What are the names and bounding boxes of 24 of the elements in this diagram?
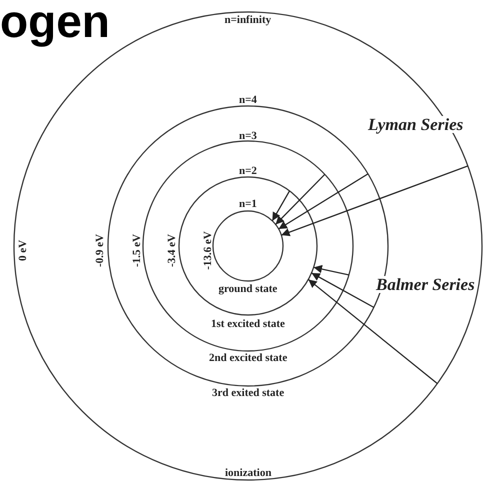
state-label: 3rd exited state: [212, 388, 284, 398]
series-label: Balmer Series: [376, 276, 475, 293]
state-label: ground state: [218, 284, 278, 294]
arrow: [278, 173, 368, 230]
arrow: [272, 190, 290, 222]
arrow: [314, 265, 350, 276]
arrow: [311, 272, 374, 308]
level-label: n=3: [239, 130, 257, 142]
energy-label: 0 eV: [18, 239, 29, 261]
level-label: n=4: [239, 94, 257, 106]
arrow: [275, 174, 326, 225]
energy-label: -1.5 eV: [132, 234, 142, 266]
state-label: 2nd excited state: [209, 352, 288, 364]
level-label: n=infinity: [224, 14, 272, 26]
energy-label: -13.6 eV: [202, 230, 214, 270]
level-label: n=2: [239, 166, 257, 176]
level-label: n=1: [239, 198, 257, 210]
arrow: [308, 278, 438, 384]
arrow: [281, 165, 468, 236]
state-label: 1st excited state: [211, 318, 285, 330]
energy-label: -0.9 eV: [94, 234, 106, 266]
state-label: ionization: [225, 468, 272, 478]
energy-label: -3.4 eV: [166, 234, 178, 266]
series-label: Lyman Series: [368, 116, 464, 133]
